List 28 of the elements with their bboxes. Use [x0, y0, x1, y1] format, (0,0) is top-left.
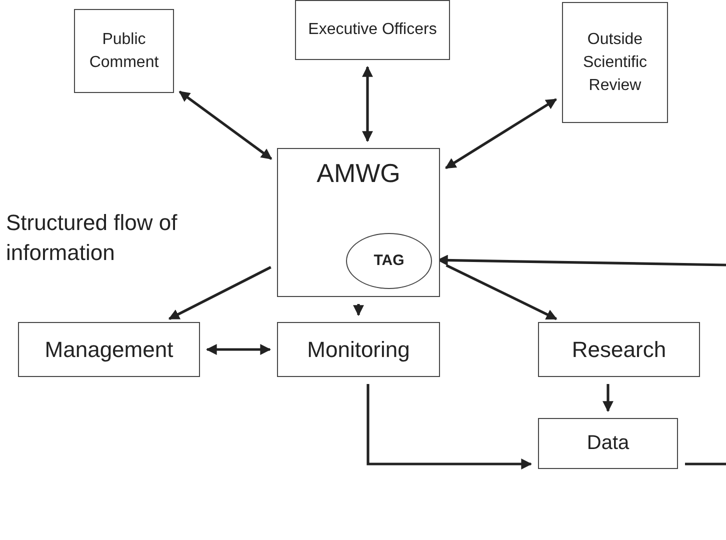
node-text: Public Comment	[88, 30, 160, 73]
node-text: Research	[572, 336, 666, 364]
arrow	[602, 384, 614, 412]
node-text: TAG	[374, 251, 404, 272]
arrow	[353, 304, 364, 316]
node-text: Monitoring	[307, 336, 410, 364]
node-text: Outside Scientific Review	[582, 30, 648, 96]
arrow	[168, 266, 272, 320]
connector-line	[685, 462, 726, 466]
arrow	[366, 384, 532, 470]
node-text: Executive Officers	[308, 20, 437, 40]
process-box	[18, 322, 200, 377]
arrow	[178, 90, 272, 160]
group-box	[277, 148, 440, 297]
arrow	[444, 98, 558, 170]
node-text: AMWG	[316, 157, 400, 190]
node-text: Data	[586, 431, 630, 456]
node-text: Management	[44, 336, 174, 364]
process-box	[562, 2, 668, 123]
annotation-text: Structured flow of information	[6, 209, 178, 267]
process-box	[295, 0, 450, 60]
process-box	[277, 322, 440, 377]
arrow	[446, 264, 558, 320]
process-box	[538, 418, 678, 469]
process-box	[74, 9, 174, 93]
arrow	[362, 66, 373, 142]
arrow	[206, 344, 272, 355]
process-box	[538, 322, 700, 377]
